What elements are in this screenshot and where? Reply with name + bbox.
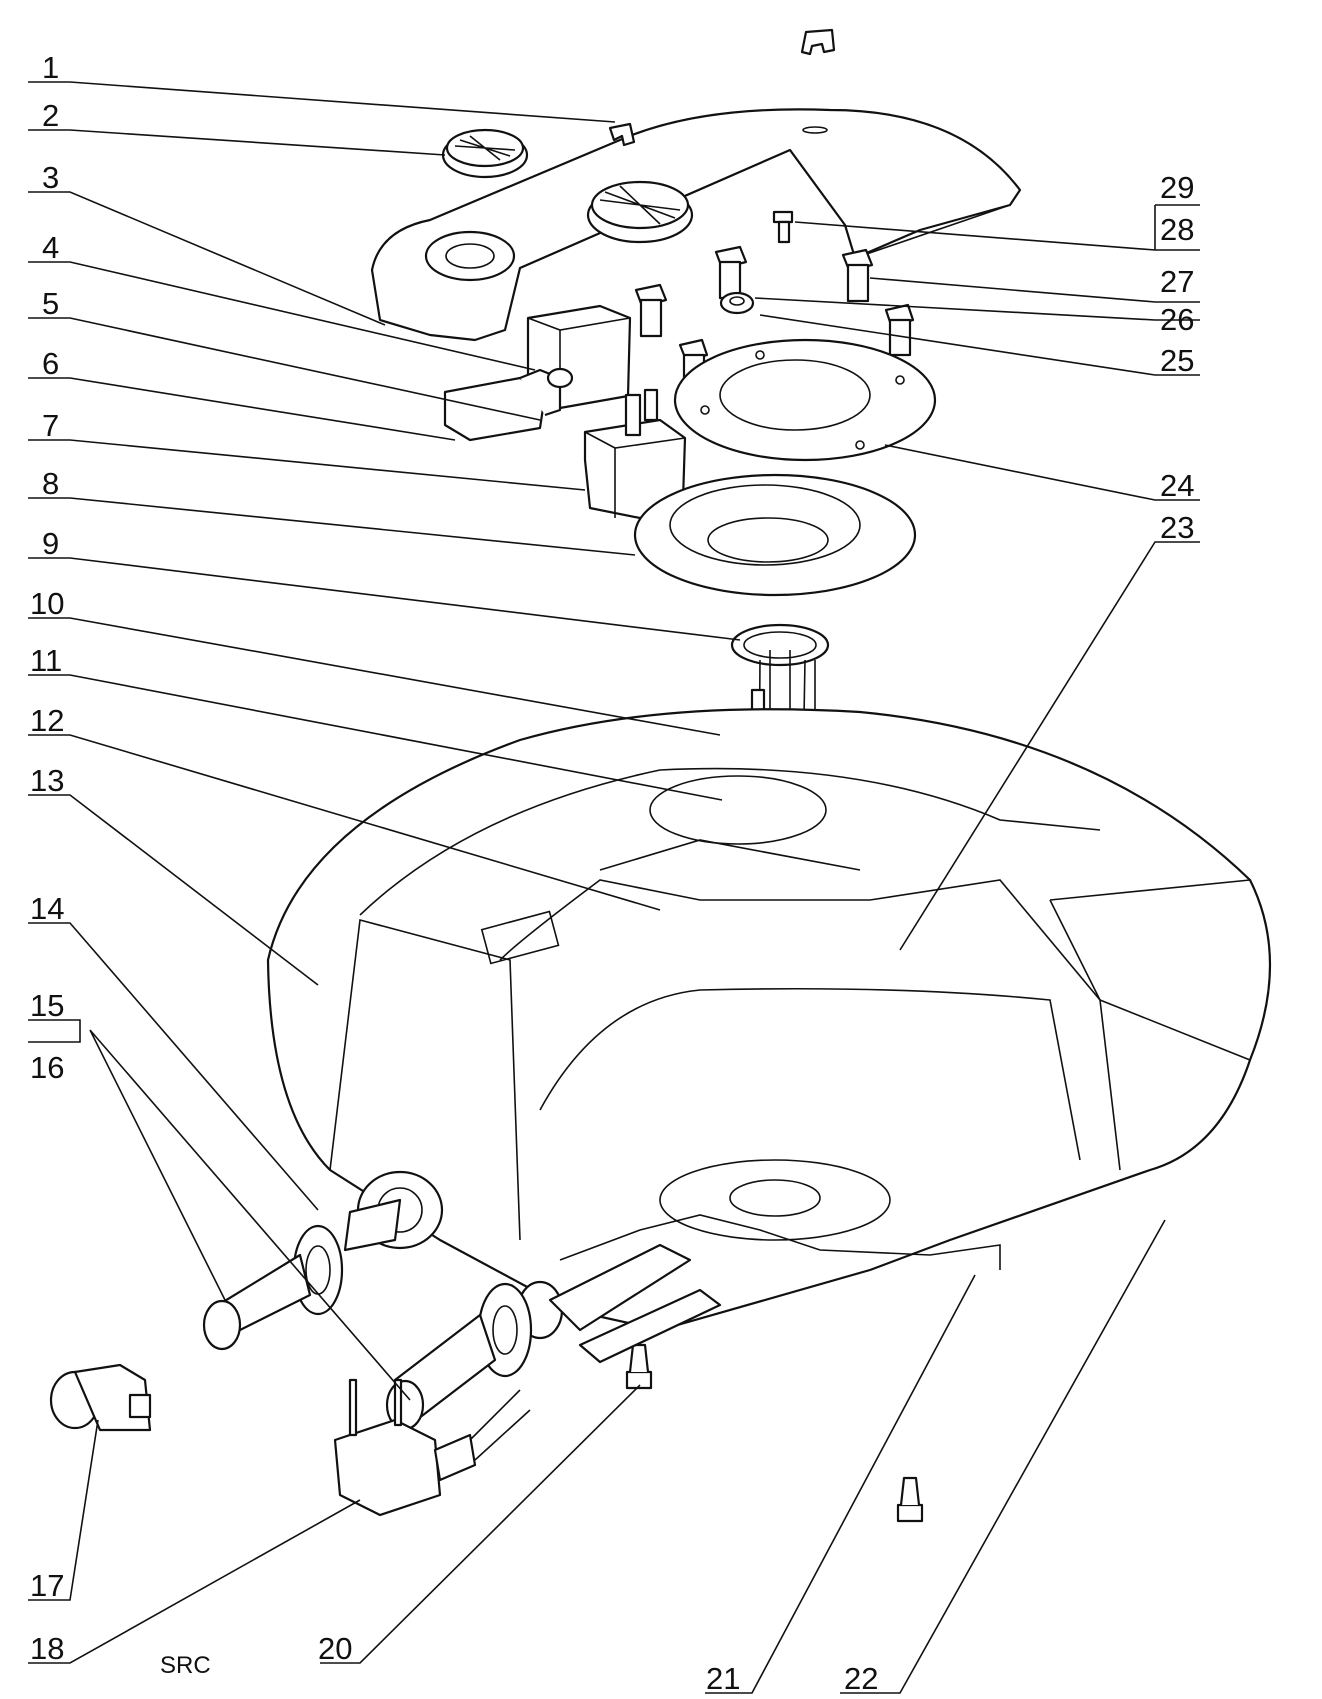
parts-artwork [49,28,1272,1523]
callout-25: 25 [1160,343,1194,378]
callout-3: 3 [42,160,59,195]
bolts [625,210,924,1523]
callout-12: 12 [30,703,64,738]
callout-11: 11 [30,643,62,678]
callout-8: 8 [42,466,59,501]
callout-24: 24 [1160,468,1194,503]
gasket [633,473,917,597]
callout-27: 27 [1160,264,1194,299]
flange-plate [673,338,937,462]
callout-4: 4 [42,230,59,265]
callout-29: 29 [1160,170,1194,205]
leader-lines [28,81,1200,1694]
callout-13: 13 [30,763,64,798]
callout-5: 5 [42,286,59,321]
callout-16: 16 [30,1050,64,1085]
callout-6: 6 [42,346,59,381]
callout-22: 22 [844,1661,878,1696]
callout-21: 21 [706,1661,740,1696]
callout-9: 9 [42,526,59,561]
callout-14: 14 [30,891,64,926]
detached-clip [800,28,836,56]
callout-10: 10 [30,586,64,621]
power-plug [333,1378,531,1517]
callout-20: 20 [318,1631,352,1666]
knob-left [441,128,529,179]
callout-15: 15 [30,988,64,1023]
callout-1: 1 [42,50,59,85]
knob-right [586,180,694,244]
elbow-fitting [49,1363,152,1432]
top-cover [370,108,1022,342]
callout-26: 26 [1160,302,1194,337]
callout-2: 2 [42,98,59,133]
callout-17: 17 [30,1568,64,1603]
callout-28: 28 [1160,212,1194,247]
foot-screw-center [625,1343,653,1390]
callout-18: 18 [30,1631,64,1666]
thermostat-switch-assembly [443,304,687,522]
water-fittings [202,1170,722,1431]
foot-screw-right [896,1476,924,1523]
callout-23: 23 [1160,510,1194,545]
callout-7: 7 [42,408,59,443]
source-mark: SRC [160,1652,211,1679]
callout-labels: 1 2 3 4 5 6 7 8 9 10 11 12 13 14 15 16 1… [30,50,1194,1696]
small-clip [608,122,636,147]
